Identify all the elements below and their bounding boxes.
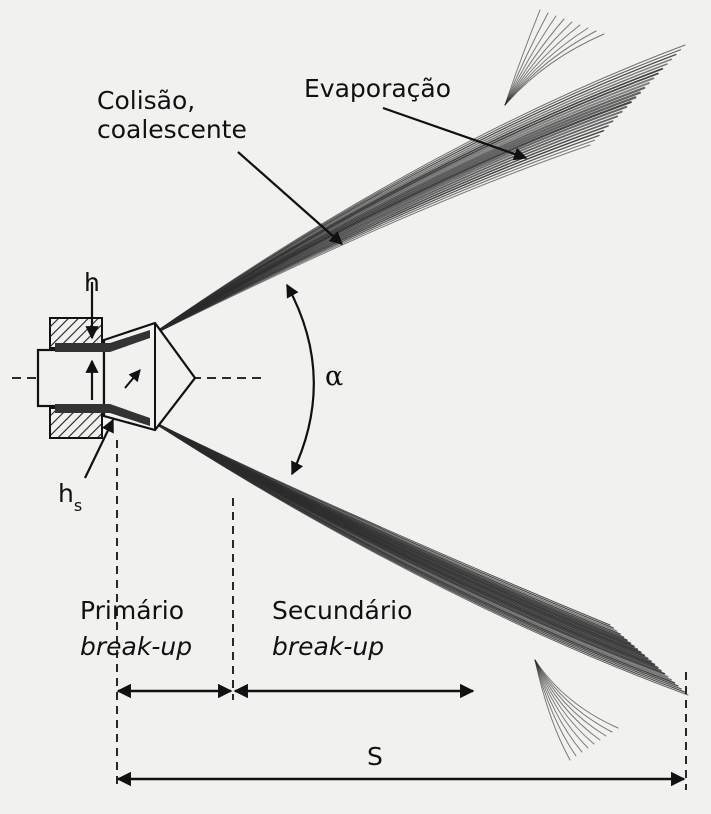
evaporating-tip-lower [535, 660, 618, 760]
alpha-label: α [325, 362, 343, 391]
evaporation-wisp [535, 660, 600, 740]
collision-label-line1: Colisão, [97, 86, 247, 115]
nozzle-bore [38, 350, 104, 406]
primary-breakup-label: break-up [80, 632, 192, 661]
evaporating-tip-upper [505, 10, 604, 105]
collision-label: Colisão, coalescente [97, 86, 247, 144]
evaporation-wisp [505, 31, 596, 105]
hs-label: hs [58, 479, 82, 511]
hs-label-subscript: s [74, 496, 82, 515]
nozzle [38, 318, 195, 438]
s-label: S [367, 742, 383, 771]
lower-spray-plume [150, 420, 688, 695]
secondary-label: Secundário [272, 596, 412, 625]
collision-label-line2: coalescente [97, 115, 247, 144]
secondary-breakup-label: break-up [272, 632, 384, 661]
evaporation-label: Evaporação [304, 74, 451, 103]
h-label: h [84, 268, 100, 297]
evaporation-wisp [535, 660, 606, 736]
spray-strand [150, 140, 595, 336]
spray-angle-arc [287, 285, 314, 474]
collision-leader-arrow [238, 152, 342, 244]
spray-strand [150, 420, 610, 625]
spray-strand [150, 145, 590, 336]
primary-label: Primário [80, 596, 184, 625]
hs-label-main: h [58, 479, 74, 508]
